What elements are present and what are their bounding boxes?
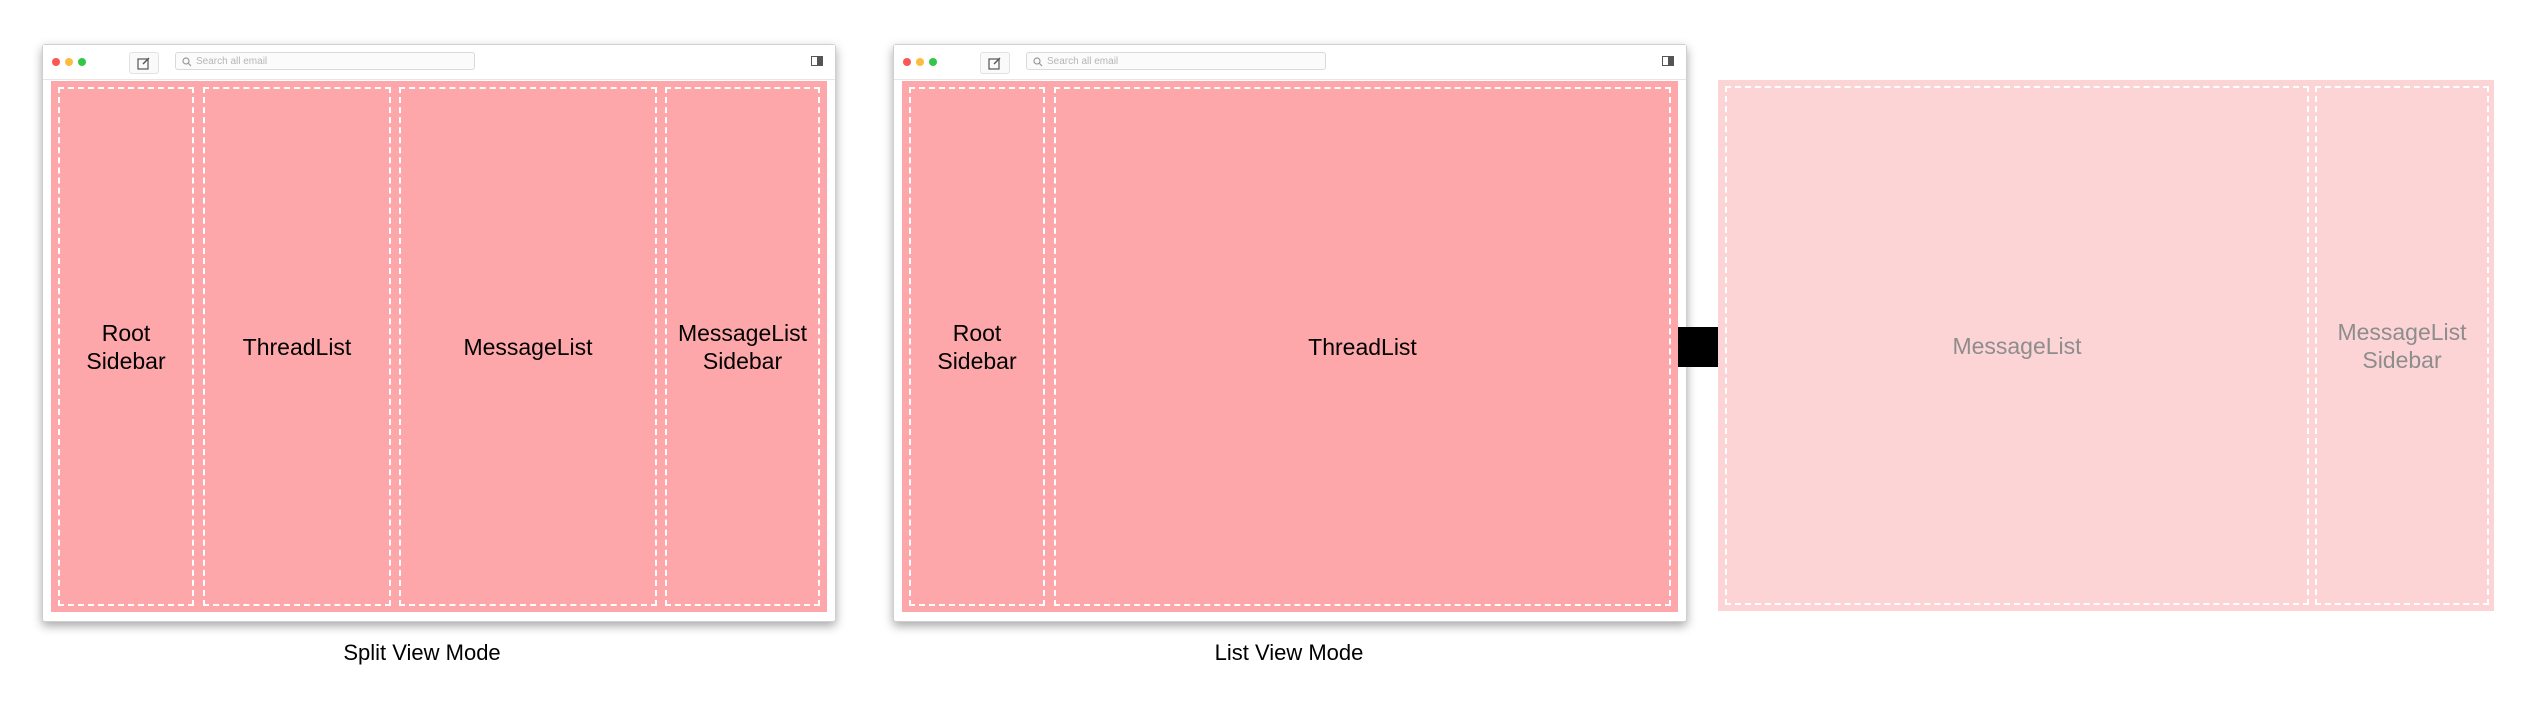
zoom-dot-icon[interactable] bbox=[929, 58, 937, 66]
split-view-content: Root Sidebar ThreadList MessageList Mess… bbox=[51, 81, 827, 612]
split-view-caption: Split View Mode bbox=[343, 640, 501, 665]
compose-icon bbox=[988, 57, 1001, 70]
compose-icon bbox=[137, 57, 150, 70]
search-icon bbox=[1033, 57, 1043, 67]
search-input[interactable]: Search all email bbox=[1026, 52, 1326, 70]
message-list-panel-offscreen: MessageList bbox=[1725, 86, 2309, 605]
layout-toggle-icon[interactable] bbox=[811, 56, 823, 66]
titlebar: Search all email bbox=[43, 45, 835, 80]
minimize-dot-icon[interactable] bbox=[916, 58, 924, 66]
message-list-sidebar-panel-offscreen: MessageList Sidebar bbox=[2315, 86, 2489, 605]
search-icon bbox=[182, 57, 192, 67]
message-list-panel: MessageList bbox=[399, 87, 657, 606]
close-dot-icon[interactable] bbox=[903, 58, 911, 66]
root-sidebar-panel: Root Sidebar bbox=[909, 87, 1045, 606]
layout-toggle-icon[interactable] bbox=[1662, 56, 1674, 66]
offscreen-content: MessageList MessageList Sidebar bbox=[1718, 80, 2494, 611]
close-dot-icon[interactable] bbox=[52, 58, 60, 66]
thread-list-panel: ThreadList bbox=[203, 87, 391, 606]
search-placeholder: Search all email bbox=[196, 56, 268, 67]
minimize-dot-icon[interactable] bbox=[65, 58, 73, 66]
root-sidebar-panel: Root Sidebar bbox=[58, 87, 194, 606]
search-input[interactable]: Search all email bbox=[175, 52, 475, 70]
message-list-sidebar-panel: MessageList Sidebar bbox=[665, 87, 820, 606]
list-view-caption: List View Mode bbox=[1214, 640, 1364, 665]
thread-list-panel: ThreadList bbox=[1054, 87, 1671, 606]
compose-button[interactable] bbox=[980, 52, 1010, 74]
search-placeholder: Search all email bbox=[1047, 56, 1119, 67]
compose-button[interactable] bbox=[129, 52, 159, 74]
titlebar: Search all email bbox=[894, 45, 1686, 80]
zoom-dot-icon[interactable] bbox=[78, 58, 86, 66]
list-view-content: Root Sidebar ThreadList bbox=[902, 81, 1678, 612]
list-view-window: Search all email Root Sidebar ThreadList bbox=[893, 44, 1687, 622]
split-view-window: Search all email Root Sidebar ThreadList… bbox=[42, 44, 836, 622]
